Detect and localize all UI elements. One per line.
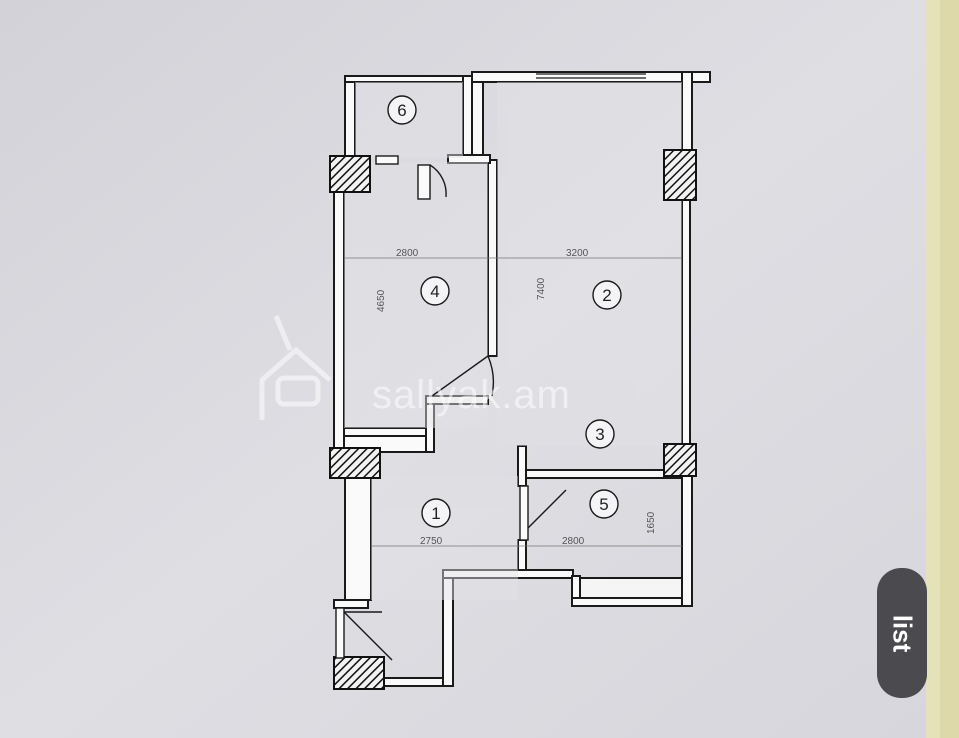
column	[329, 155, 371, 193]
room-circle-4	[420, 276, 450, 306]
room-number-4: 4	[430, 282, 439, 301]
window-top	[536, 73, 646, 83]
dim-room5-length: 1650	[646, 511, 657, 534]
dimension-lines	[344, 257, 682, 547]
corner-watermark-badge: list	[877, 568, 927, 698]
dim-room5-width: 2800	[562, 536, 585, 547]
room-circle-1	[421, 498, 451, 528]
room-floors	[344, 82, 682, 600]
structural-columns	[329, 149, 697, 690]
column	[663, 149, 697, 201]
walls	[333, 71, 711, 687]
dim-room2-length: 7400	[536, 277, 547, 300]
column	[329, 447, 381, 479]
corner-watermark-text: list	[887, 614, 918, 652]
room-number-1: 1	[431, 504, 440, 523]
room-number-6: 6	[397, 101, 406, 120]
room-labels	[387, 95, 622, 528]
dim-room2-width: 3200	[566, 248, 589, 259]
room-circle-6	[387, 95, 417, 125]
room-circle-5	[589, 489, 619, 519]
room-circle-2	[592, 280, 622, 310]
column	[663, 443, 697, 477]
dim-room4-width: 2800	[396, 248, 419, 259]
watermark-text: sallyak.am	[372, 373, 571, 417]
room-circle-3	[585, 419, 615, 449]
room-number-5: 5	[599, 495, 608, 514]
doors	[335, 155, 567, 661]
column	[333, 656, 385, 690]
dim-room4-length: 4650	[376, 289, 387, 312]
room-number-2: 2	[602, 286, 611, 305]
dim-room1-width: 2750	[420, 536, 443, 547]
watermark-logo	[259, 315, 332, 420]
room-number-3: 3	[595, 425, 604, 444]
